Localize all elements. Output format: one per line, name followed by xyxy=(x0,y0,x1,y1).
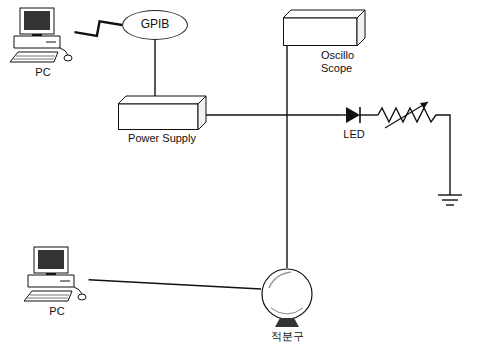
computer-case xyxy=(14,36,60,48)
node-label: PC xyxy=(49,305,64,318)
monitor-stand xyxy=(32,34,42,36)
connection-line xyxy=(206,114,340,115)
variable-resistor-arrow xyxy=(385,102,428,128)
keyboard-keys xyxy=(16,56,55,57)
node-label: GPIB xyxy=(141,18,170,32)
connection-line xyxy=(89,280,262,289)
keyboard-keys xyxy=(27,298,68,299)
node-label: Oscillo Scope xyxy=(321,49,369,74)
led-symbol-outline xyxy=(340,104,368,126)
node-label: PC xyxy=(35,66,50,79)
box-side xyxy=(198,96,206,130)
node-label: 적분구 xyxy=(271,330,304,343)
gpib-interface-outline: GPIB xyxy=(122,10,188,40)
led-lead xyxy=(360,114,368,115)
keyboard-keys xyxy=(13,59,54,60)
monitor xyxy=(20,8,54,34)
ground-symbol xyxy=(438,194,462,195)
box-top xyxy=(118,96,206,104)
variable-resistor-symbol xyxy=(378,108,450,195)
computer-icon-outline xyxy=(8,6,78,64)
node-label: LED xyxy=(343,128,364,141)
led-symbol: LED xyxy=(340,104,368,126)
wireless-link xyxy=(75,21,123,36)
monitor-screen xyxy=(38,250,64,269)
sphere-stand xyxy=(275,318,299,327)
oscilloscope-box: Oscillo Scope xyxy=(283,10,365,46)
integrating-sphere: 적분구 xyxy=(261,268,313,328)
computer-icon: PC xyxy=(8,6,78,64)
mouse xyxy=(64,55,72,61)
gpib-interface: GPIB xyxy=(122,10,188,40)
keyboard-keys xyxy=(30,295,69,296)
computer-case xyxy=(28,275,74,287)
connection-line xyxy=(286,46,287,268)
box-side xyxy=(357,10,365,46)
mouse-cord xyxy=(74,287,82,294)
monitor-stand xyxy=(46,273,56,275)
integrating-sphere-outline xyxy=(261,268,313,328)
computer-icon: PC xyxy=(22,245,92,303)
sphere-highlight xyxy=(269,272,291,288)
drive-slot xyxy=(46,42,56,43)
led-lead xyxy=(340,114,346,115)
led-triangle xyxy=(346,107,360,123)
drive-slot xyxy=(60,281,70,282)
ground-symbol xyxy=(446,204,454,205)
power-supply-box-outline xyxy=(118,96,206,130)
connection-line xyxy=(154,40,155,96)
computer-icon-outline xyxy=(22,245,92,303)
keyboard xyxy=(24,291,72,301)
power-supply-box: Power Supply xyxy=(118,96,206,130)
keyboard xyxy=(10,52,58,62)
ground-symbol xyxy=(442,199,458,200)
wire xyxy=(368,114,378,115)
node-label: Power Supply xyxy=(128,132,196,145)
monitor xyxy=(34,247,68,273)
oscilloscope-box-outline xyxy=(283,10,365,46)
monitor-screen xyxy=(24,11,50,30)
box-front xyxy=(284,18,358,46)
sphere-shading xyxy=(271,308,303,314)
mouse-cord xyxy=(60,48,68,55)
sphere-outline xyxy=(262,269,312,319)
mouse xyxy=(78,294,86,300)
box-top xyxy=(283,10,365,18)
variable-resistor-arrowhead xyxy=(420,102,428,109)
box-front xyxy=(119,104,199,130)
